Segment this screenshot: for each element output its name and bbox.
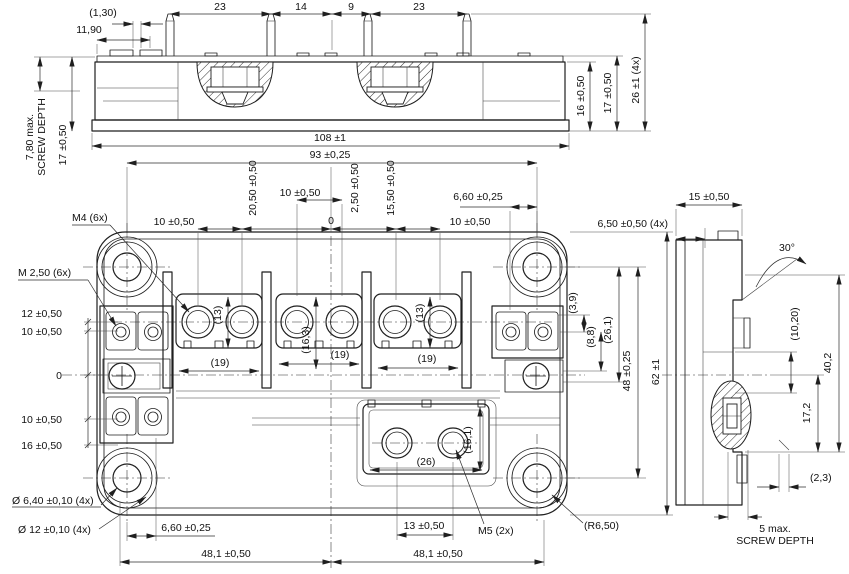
dim-g1-width: (19) <box>211 357 230 369</box>
dim-left-16: 16 ±0,50 <box>21 440 62 452</box>
side-top-tab <box>717 230 739 241</box>
dim-height-17: 17 ±0,50 <box>602 72 614 113</box>
dim-height-16: 16 ±0,50 <box>575 75 587 116</box>
dim-pitch-9: 9 <box>348 1 354 13</box>
dim-g3-pitch: 10 ±0,50 <box>450 216 491 228</box>
dim-side-screw-depth-label: SCREW DEPTH <box>736 535 814 547</box>
dim-pitch-23b: 23 <box>413 1 425 13</box>
front-body <box>94 61 566 121</box>
signal-terminal-right <box>491 305 564 393</box>
dim-pad-offset: 11,90 <box>76 24 102 36</box>
dim-side-screw-depth: 5 max. <box>759 523 791 535</box>
dim-g2-pitch: 10 ±0,50 <box>280 187 321 199</box>
callout-dia-640: Ø 6,40 ±0,10 (4x) <box>12 495 94 507</box>
plan-outline <box>96 231 568 516</box>
front-internal-lines <box>97 62 560 120</box>
dim-g2-width: (19) <box>331 349 350 361</box>
front-lid <box>96 55 564 63</box>
side-mid-tab <box>743 317 751 349</box>
power-terminal-blocks <box>175 293 462 349</box>
callout-m5: M5 (2x) <box>478 525 514 537</box>
plan-surface-lines <box>176 390 560 426</box>
plan-right-dimensions: (3,9) (8,8) (26,1) 48 ±0,25 62 ±1 <box>558 231 673 516</box>
m5-terminal-block <box>356 399 497 487</box>
dim-screw-depth-front-label: SCREW DEPTH <box>36 98 48 176</box>
mounting-hole-bottom-left <box>83 434 171 522</box>
plan-view: 10 ±0,50 20,50 ±0,50 10 ±0,50 0 2,50 ±0,… <box>12 160 673 568</box>
dim-side-1020: (10,20) <box>789 307 801 340</box>
plan-left-dimensions: 12 ±0,50 10 ±0,50 0 10 ±0,50 16 ±0,50 <box>21 308 118 452</box>
plan-inner-outline <box>103 238 561 509</box>
dim-right-48: 48 ±0,25 <box>621 350 633 391</box>
terminal-divider-bars <box>162 271 472 389</box>
dim-g3-depth: (13) <box>414 304 426 323</box>
dim-side-angle: 30° <box>779 242 795 254</box>
dim-side-402: 40,2 <box>822 353 834 374</box>
dim-pin-gap: (1,30) <box>89 7 116 19</box>
dim-side-172: 17,2 <box>801 403 813 424</box>
dim-center-g3: 15,50 ±0,50 <box>385 160 397 216</box>
dim-height-26: 26 ±1 (4x) <box>630 56 642 103</box>
dim-zero-top: 0 <box>328 215 334 227</box>
dim-left-0: 0 <box>56 370 62 382</box>
callout-dia-12: Ø 12 ±0,10 (4x) <box>18 524 91 536</box>
dim-right-62: 62 ±1 <box>650 359 662 385</box>
plan-top-dimensions: 10 ±0,50 20,50 ±0,50 10 ±0,50 0 2,50 ±0,… <box>154 160 538 310</box>
callout-m4: M4 (6x) <box>72 212 108 224</box>
dim-side-23: (2,3) <box>810 472 832 484</box>
front-signal-pads <box>109 49 163 57</box>
plan-callouts: M4 (6x) M 2,50 (6x) M5 (2x) (R6,50) Ø 6,… <box>12 212 619 537</box>
dim-pitch-14: 14 <box>295 1 307 13</box>
dim-481-left: 48,1 ±0,50 <box>201 548 251 560</box>
dim-left-10a: 10 ±0,50 <box>21 326 62 338</box>
front-baseplate <box>91 119 570 132</box>
dim-481-right: 48,1 ±0,50 <box>413 548 463 560</box>
dim-side-pin-offset: 6,50 ±0,50 (4x) <box>597 218 668 230</box>
dim-right-88: (8,8) <box>585 326 597 348</box>
dim-center-g2: 2,50 ±0,50 <box>349 163 361 213</box>
side-lower-tab <box>736 454 748 484</box>
signal-terminal-left <box>99 305 174 444</box>
side-screw-boss <box>710 380 752 450</box>
callout-m25: M 2,50 (6x) <box>18 267 71 279</box>
dim-screw-depth-front: 7,80 max. <box>24 114 36 160</box>
dim-side-width: 15 ±0,50 <box>689 191 730 203</box>
dim-right-39: (3,9) <box>567 292 579 314</box>
front-screw-well-right <box>356 61 434 108</box>
dim-g1-depth: (13) <box>212 306 224 325</box>
m4-terminal-holes <box>112 305 552 339</box>
dim-g1-pitch: 10 ±0,50 <box>154 216 195 228</box>
dim-g3-width: (19) <box>418 353 437 365</box>
dim-corner-signal: 6,60 ±0,25 <box>453 191 503 203</box>
dim-left-12: 12 ±0,50 <box>21 308 62 320</box>
side-view: 15 ±0,50 6,50 ±0,50 (4x) 30° (10,20) 40,… <box>597 191 845 547</box>
front-power-pins <box>165 13 472 56</box>
plan-inner-dimensions: (19) (19) (19) (13) (16,3) (13) (26) (16… <box>178 296 483 473</box>
dim-pitch-23a: 23 <box>214 1 226 13</box>
front-dimensions: 23 14 9 23 (1,30) 11,90 108 ±1 16 ± <box>24 1 651 236</box>
side-outline <box>675 239 743 506</box>
front-screw-well-left <box>196 61 274 108</box>
dim-left-10b: 10 ±0,50 <box>21 414 62 426</box>
dim-g2-depth: (16,3) <box>300 326 312 353</box>
dim-m5-height: (16,1) <box>462 426 474 453</box>
dim-width-108: 108 ±1 <box>314 132 346 144</box>
dim-bottom-66: 6,60 ±0,25 <box>161 522 211 534</box>
dim-span-93: 93 ±0,25 <box>310 149 351 161</box>
front-lid-tabs <box>204 52 531 57</box>
dim-m5-pitch: 13 ±0,50 <box>404 520 445 532</box>
side-dimensions: 15 ±0,50 6,50 ±0,50 (4x) 30° (10,20) 40,… <box>597 191 845 547</box>
dim-left-17: 17 ±0,50 <box>57 124 69 165</box>
dim-center-g1: 20,50 ±0,50 <box>247 160 259 216</box>
callout-r650: (R6,50) <box>584 520 619 532</box>
front-view: 23 14 9 23 (1,30) 11,90 108 ±1 16 ± <box>24 1 651 236</box>
plan-bottom-dimensions: 6,60 ±0,25 13 ±0,50 48,1 ±0,50 48,1 ±0,5… <box>119 438 545 566</box>
mounting-hole-top-left <box>83 223 171 311</box>
dim-m5-width: (26) <box>417 456 436 468</box>
dim-right-261: (26,1) <box>602 316 614 343</box>
